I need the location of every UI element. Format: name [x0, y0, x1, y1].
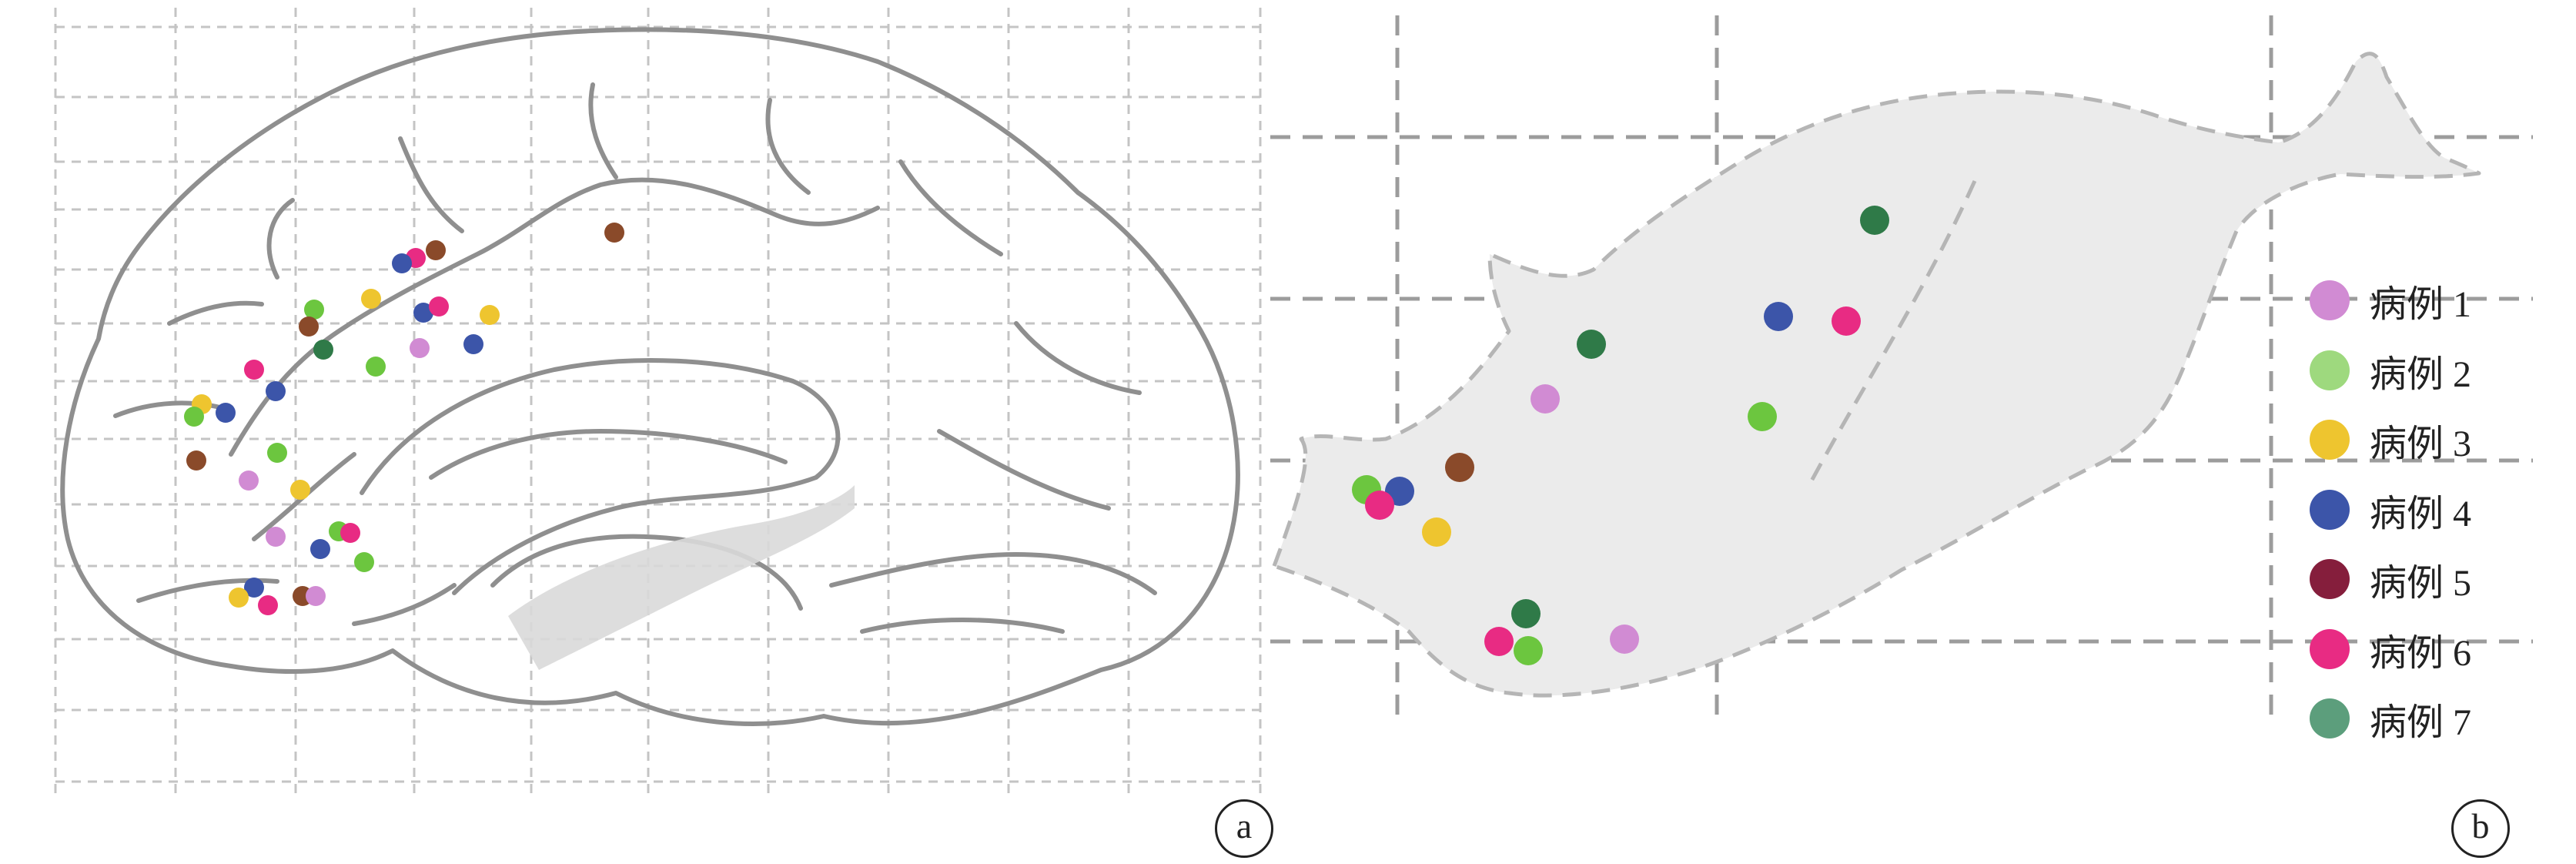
- case-7-dot: [1860, 206, 1889, 235]
- case-7-dot: [1577, 330, 1606, 359]
- region-dots: [1352, 206, 1889, 665]
- case-1-dot: [1531, 384, 1560, 414]
- legend-swatch: [2310, 698, 2350, 739]
- legend-item: 病例 6: [2310, 615, 2541, 685]
- case-5-dot: [1445, 453, 1474, 482]
- legend-item: 病例 1: [2310, 266, 2541, 336]
- case-6-dot: [1484, 627, 1514, 656]
- case-7-dot: [313, 340, 333, 360]
- case-4-dot: [266, 381, 286, 401]
- case-4-dot: [310, 539, 330, 559]
- brain-grid: [54, 8, 1262, 793]
- case-1-dot: [266, 527, 286, 547]
- legend-label: 病例 2: [2370, 353, 2472, 395]
- case-6-dot: [244, 360, 264, 380]
- case-3-dot: [290, 480, 310, 500]
- case-2-dot: [184, 407, 204, 427]
- case-2-dot: [304, 300, 324, 320]
- legend-item: 病例 3: [2310, 405, 2541, 475]
- case-5-dot: [604, 223, 624, 243]
- legend-item: 病例 2: [2310, 336, 2541, 406]
- legend-label: 病例 6: [2370, 632, 2472, 674]
- case-2-dot: [366, 357, 386, 377]
- brain-outline: [60, 27, 1240, 726]
- case-2-dot: [1748, 402, 1777, 431]
- case-1-dot: [1610, 625, 1639, 654]
- panel-label-a-text: a: [1236, 806, 1253, 846]
- legend-swatch: [2310, 420, 2350, 460]
- case-7-dot: [1511, 599, 1541, 628]
- case-4-dot: [413, 303, 433, 323]
- legend-label: 病例 4: [2370, 493, 2472, 534]
- legend-swatch: [2310, 280, 2350, 321]
- case-3-dot: [361, 289, 381, 309]
- legend: 病例 1 病例 2 病例 3 病例 4 病例 5 病例 6 病例 7: [2310, 266, 2541, 754]
- case-3-dot: [229, 588, 249, 608]
- legend-label: 病例 5: [2370, 563, 2472, 604]
- case-2-dot: [354, 552, 374, 572]
- case-5-dot: [299, 316, 319, 337]
- panel-label-b: b: [2451, 799, 2510, 858]
- legend-swatch: [2310, 628, 2350, 669]
- region-inner-boundary: [1807, 179, 1977, 487]
- legend-item: 病例 4: [2310, 475, 2541, 545]
- case-1-dot: [306, 586, 326, 606]
- legend-label: 病例 7: [2370, 702, 2472, 744]
- case-3-dot: [480, 305, 500, 325]
- brain-shading: [508, 485, 855, 670]
- case-1-dot: [239, 471, 259, 491]
- region-shape: [1272, 52, 2481, 698]
- case-5-dot: [186, 450, 206, 471]
- brain-dots: [184, 223, 624, 615]
- case-4-dot: [216, 403, 236, 423]
- legend-label: 病例 1: [2370, 284, 2472, 326]
- case-6-dot: [1365, 491, 1394, 520]
- case-1-dot: [410, 338, 430, 358]
- case-6-dot: [1832, 306, 1861, 336]
- case-6-dot: [258, 595, 278, 615]
- case-2-dot: [267, 443, 287, 463]
- case-6-dot: [429, 296, 449, 316]
- panel-label-a: a: [1215, 799, 1273, 858]
- case-4-dot: [392, 253, 412, 273]
- legend-swatch: [2310, 559, 2350, 600]
- panel-label-b-text: b: [2471, 806, 2490, 846]
- case-4-dot: [1764, 302, 1793, 331]
- case-4-dot: [463, 334, 483, 354]
- legend-swatch: [2310, 350, 2350, 390]
- case-6-dot: [340, 523, 360, 543]
- legend-label: 病例 3: [2370, 424, 2472, 465]
- legend-item: 病例 5: [2310, 544, 2541, 615]
- case-3-dot: [1422, 517, 1451, 547]
- case-2-dot: [1514, 636, 1543, 665]
- legend-swatch: [2310, 489, 2350, 530]
- case-4-dot: [244, 578, 264, 598]
- legend-item: 病例 7: [2310, 684, 2541, 754]
- case-5-dot: [426, 240, 446, 260]
